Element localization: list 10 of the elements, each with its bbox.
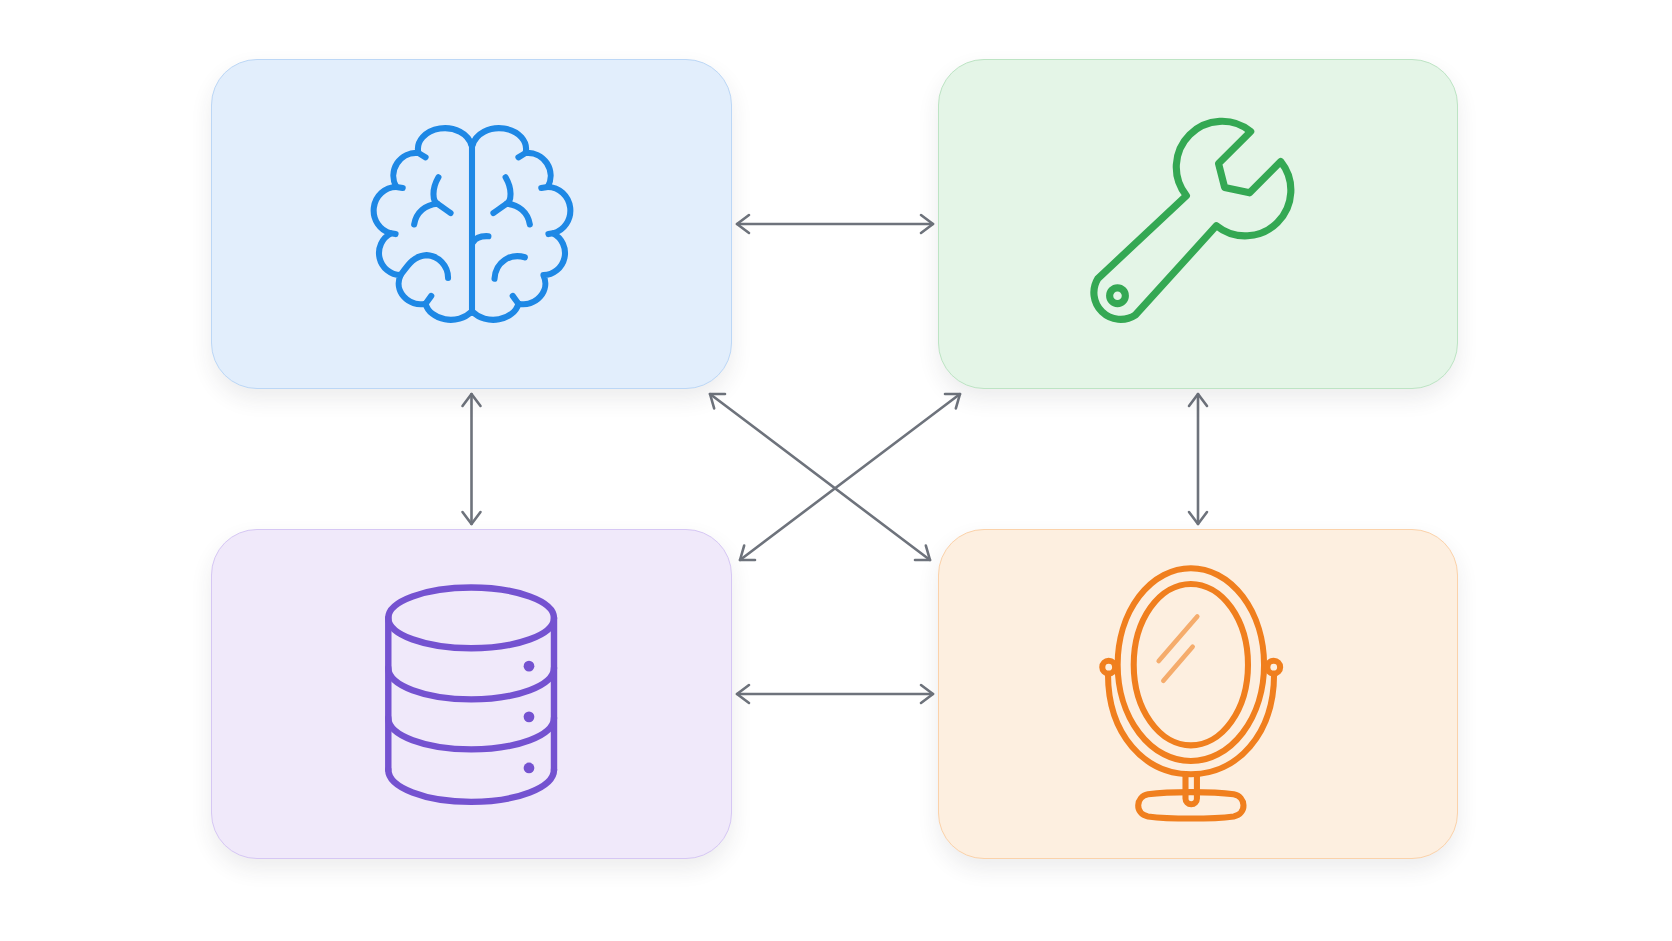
arrow bbox=[738, 392, 962, 562]
arrow bbox=[735, 683, 935, 705]
icon-card bbox=[938, 529, 1458, 859]
icon-card bbox=[211, 59, 732, 389]
arrow bbox=[461, 392, 482, 526]
icon-card bbox=[938, 59, 1458, 389]
arrow bbox=[1187, 392, 1209, 526]
icon-card bbox=[211, 529, 732, 859]
arrow bbox=[708, 392, 932, 562]
arrow bbox=[735, 213, 935, 235]
